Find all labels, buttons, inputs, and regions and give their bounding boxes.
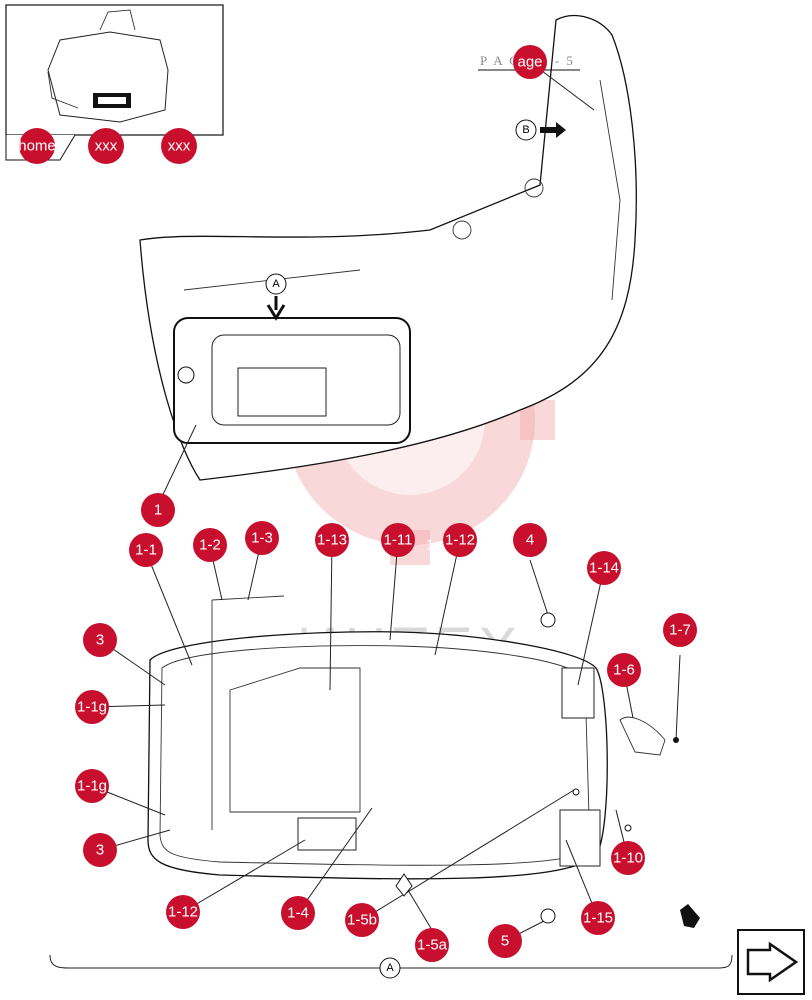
callout-badge — [245, 521, 279, 555]
callout-ghost-label: 1 — [58, 704, 66, 721]
callout-badge — [83, 623, 117, 657]
svg-text:xxx: xxx — [168, 138, 191, 155]
callout-ghost-label: 1 — [398, 942, 406, 959]
callout-badge — [75, 769, 109, 803]
callout-label: 1-1g — [77, 778, 107, 795]
callout-label: 5 — [501, 933, 509, 950]
callout-badge — [381, 523, 415, 557]
callout-badge — [75, 690, 109, 724]
lower-cover-panel — [147, 595, 666, 880]
callout-badge — [83, 833, 117, 867]
callout-badge — [141, 493, 175, 527]
callout-1-12a[interactable]: 1 1-12 — [426, 523, 477, 557]
callout-badge — [315, 523, 349, 557]
callout-label: 4 — [526, 532, 534, 549]
callout-1[interactable]: 1 — [141, 493, 175, 527]
callout-badge — [443, 523, 477, 557]
hardware-parts — [395, 612, 679, 924]
callout-badge — [513, 45, 547, 79]
callout-ghost-label: 1 — [149, 909, 157, 926]
callout-badge — [415, 928, 449, 962]
callout-label: 1-3 — [251, 530, 273, 547]
callout-1-6[interactable]: 1-6 — [607, 653, 641, 687]
arrow-pointer-icon — [680, 904, 700, 928]
svg-text:xxx: xxx — [95, 138, 118, 155]
callout-badge — [129, 533, 163, 567]
callout-label: 3 — [96, 842, 104, 859]
callout-1-1[interactable]: 1-1 — [129, 533, 163, 567]
callout-5[interactable]: 5 — [488, 924, 522, 958]
callout-label: 1-1 — [135, 542, 157, 559]
callout-label: 1-1g — [77, 699, 107, 716]
callout-label: 1-6 — [613, 662, 635, 679]
callout-label: 1-5b — [347, 912, 377, 929]
callout-badge — [581, 901, 615, 935]
upper-cover-assembly — [139, 15, 637, 481]
callout-label: 3 — [96, 632, 104, 649]
callout-1-4[interactable]: 1-4 — [281, 896, 315, 930]
callout-1-13[interactable]: 1 1-13 — [298, 523, 349, 557]
callout-label: 1-5a — [417, 937, 448, 954]
svg-text:A: A — [386, 962, 394, 974]
callout-label: 1-12 — [445, 532, 475, 549]
callout-1-10[interactable]: 1-10 — [611, 841, 645, 875]
callout-ghost-label: 1 — [298, 537, 306, 554]
callout-page[interactable]: age — [513, 45, 547, 79]
callout-label: 1-11 — [384, 532, 413, 549]
callout-1-5b[interactable]: 1 1-5b — [328, 903, 379, 937]
callout-label: 1-13 — [317, 532, 347, 549]
callout-1-5a[interactable]: 1 1-5a — [398, 928, 449, 962]
callout-ghost-label: 1 — [426, 537, 434, 554]
callout-1-3[interactable]: 1-3 — [245, 521, 279, 555]
callout-badge — [193, 528, 227, 562]
callout-ghost-label: 1 — [364, 537, 372, 554]
callout-3a[interactable]: 3 — [83, 623, 117, 657]
callouts: age 1 1-1 1-2 1-3 1 1-13 1 1-11 1 1-12 4 1 1-14 1-7 1-6… — [58, 45, 697, 962]
callout-ghost-label: 1 — [58, 783, 66, 800]
callout-badge — [345, 903, 379, 937]
callout-badge — [587, 551, 621, 585]
next-button[interactable]: xxx — [161, 128, 197, 164]
callout-label: 1-2 — [199, 537, 221, 554]
back-nav-icon[interactable] — [737, 929, 805, 995]
callout-1-1g-a[interactable]: 1 1-1g — [58, 690, 109, 724]
callout-badge — [166, 895, 200, 929]
callout-1-14[interactable]: 1 1-14 — [570, 551, 621, 585]
callout-4[interactable]: 4 — [513, 523, 547, 557]
callout-label: 1-10 — [613, 850, 643, 867]
home-button[interactable]: home — [18, 128, 56, 164]
callout-label: age — [517, 54, 542, 71]
view-bracket-a-bottom: A — [49, 954, 733, 979]
view-marker-b: B — [515, 119, 566, 141]
svg-text:B: B — [522, 124, 529, 136]
callout-label: 1-15 — [583, 910, 613, 927]
svg-text:A: A — [272, 278, 280, 290]
callout-1-15[interactable]: 1 1-15 — [564, 901, 615, 935]
callout-label: 1-4 — [287, 905, 309, 922]
callout-badge — [611, 841, 645, 875]
callout-1-2[interactable]: 1-2 — [193, 528, 227, 562]
callout-badge — [607, 653, 641, 687]
svg-text:home: home — [18, 138, 56, 155]
callout-badge — [281, 896, 315, 930]
callout-1-1g-b[interactable]: 1 1-1g — [58, 769, 109, 803]
callout-3b[interactable]: 3 — [83, 833, 117, 867]
callout-1-7[interactable]: 1-7 — [663, 613, 697, 647]
callout-label: 1-12 — [168, 904, 198, 921]
callout-ghost-label: 1 — [564, 915, 572, 932]
callout-1-12b[interactable]: 1 1-12 — [149, 895, 200, 929]
callout-ghost-label: 1 — [328, 917, 336, 934]
callout-label: 1-14 — [589, 560, 619, 577]
callout-badge — [488, 924, 522, 958]
callout-label: 1-7 — [669, 622, 691, 639]
view-marker-a-top: A — [265, 273, 287, 321]
callout-label: 1 — [154, 502, 162, 519]
callout-ghost-label: 1 — [570, 565, 578, 582]
callout-badge — [513, 523, 547, 557]
callout-1-11[interactable]: 1 1-11 — [364, 523, 415, 557]
prev-button[interactable]: xxx — [88, 128, 124, 164]
callout-badge — [663, 613, 697, 647]
